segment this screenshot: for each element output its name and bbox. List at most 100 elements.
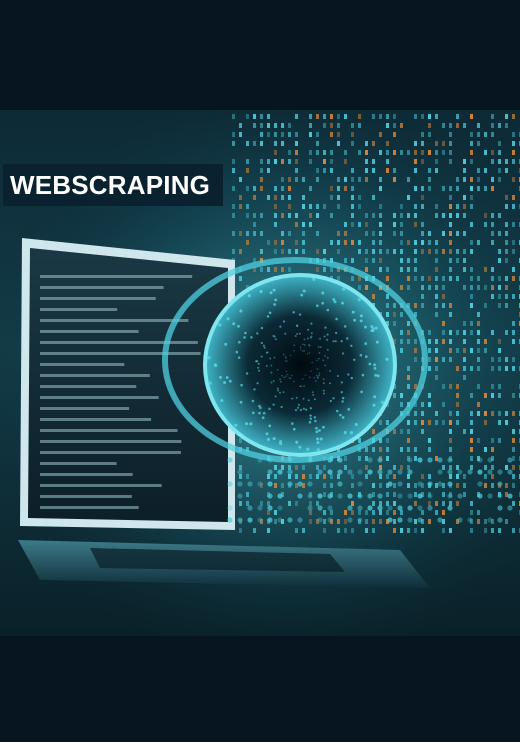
data-glyph (428, 393, 431, 398)
floor-dot (317, 505, 323, 511)
floor-dot (457, 517, 463, 523)
data-glyph (435, 168, 438, 173)
data-glyph (414, 303, 417, 308)
data-glyph (351, 258, 354, 263)
data-glyph (435, 501, 438, 506)
data-glyph (281, 177, 284, 182)
data-glyph (372, 168, 375, 173)
data-glyph (512, 276, 515, 281)
tunnel-dot (303, 385, 305, 387)
data-glyph (442, 483, 445, 488)
data-glyph (393, 303, 396, 308)
floor-dot (377, 469, 383, 475)
tunnel-dot (266, 315, 270, 318)
data-glyph (491, 213, 494, 218)
data-glyph (400, 123, 403, 128)
data-glyph (428, 420, 431, 425)
floor-dot (277, 493, 283, 499)
floor-dot (417, 481, 423, 487)
data-glyph (414, 528, 417, 533)
data-glyph (498, 492, 501, 497)
data-glyph (477, 285, 480, 290)
data-glyph (365, 159, 368, 164)
data-glyph (421, 150, 424, 155)
data-glyph (281, 465, 284, 470)
floor-dot (477, 469, 483, 475)
floor-dot (287, 457, 293, 463)
data-glyph (470, 366, 473, 371)
data-glyph (407, 384, 410, 389)
data-glyph (337, 240, 340, 245)
data-glyph (435, 276, 438, 281)
floor-dot (427, 457, 433, 463)
tunnel-dot (361, 373, 365, 377)
tunnel-dot (284, 360, 287, 362)
data-glyph (470, 321, 473, 326)
data-glyph (351, 276, 354, 281)
data-glyph (498, 348, 501, 353)
data-glyph (323, 465, 326, 470)
data-glyph (435, 339, 438, 344)
data-glyph (393, 483, 396, 488)
data-glyph (491, 528, 494, 533)
data-glyph (456, 348, 459, 353)
data-glyph (337, 123, 340, 128)
tunnel-dot (308, 420, 312, 424)
data-glyph (267, 474, 270, 479)
data-glyph (442, 249, 445, 254)
tunnel-dot (274, 338, 277, 341)
data-glyph (281, 159, 284, 164)
data-glyph (288, 159, 291, 164)
data-glyph (309, 159, 312, 164)
data-glyph (351, 168, 354, 173)
data-glyph (358, 150, 361, 155)
data-glyph (491, 276, 494, 281)
floor-dot (227, 457, 233, 463)
tunnel-dot (353, 318, 356, 322)
tunnel-dot (360, 390, 363, 394)
floor-dot (287, 469, 293, 475)
data-glyph (358, 195, 361, 200)
data-glyph (435, 420, 438, 425)
tunnel-dot (249, 422, 253, 426)
data-glyph (246, 240, 249, 245)
data-glyph (449, 204, 452, 209)
data-glyph (351, 204, 354, 209)
data-glyph (470, 528, 473, 533)
floor-dot (327, 493, 333, 499)
tunnel-dot (303, 349, 305, 352)
data-glyph (512, 501, 515, 506)
floor-dot (287, 517, 293, 523)
data-glyph (365, 222, 368, 227)
data-glyph (491, 438, 494, 443)
tunnel-dot (219, 375, 222, 379)
data-glyph (337, 276, 340, 281)
tunnel-dot (372, 403, 376, 407)
floor-dot (237, 517, 243, 523)
data-glyph (379, 510, 382, 515)
floor-dot (267, 457, 273, 463)
floor-dot (437, 517, 443, 523)
data-glyph (414, 249, 417, 254)
data-glyph (435, 483, 438, 488)
tunnel-dot (332, 397, 335, 400)
data-glyph (253, 141, 256, 146)
data-glyph (253, 213, 256, 218)
data-glyph (484, 132, 487, 137)
tunnel-dot (364, 355, 368, 358)
data-glyph (400, 150, 403, 155)
data-glyph (295, 465, 298, 470)
data-glyph (379, 249, 382, 254)
data-glyph (491, 240, 494, 245)
data-glyph (414, 213, 417, 218)
data-glyph (365, 177, 368, 182)
data-glyph (309, 204, 312, 209)
data-glyph (246, 501, 249, 506)
data-glyph (379, 438, 382, 443)
data-glyph (491, 132, 494, 137)
floor-dot (397, 517, 403, 523)
floor-dot (327, 469, 333, 475)
tunnel-dot (224, 342, 228, 346)
data-glyph (428, 150, 431, 155)
data-glyph (239, 249, 242, 254)
